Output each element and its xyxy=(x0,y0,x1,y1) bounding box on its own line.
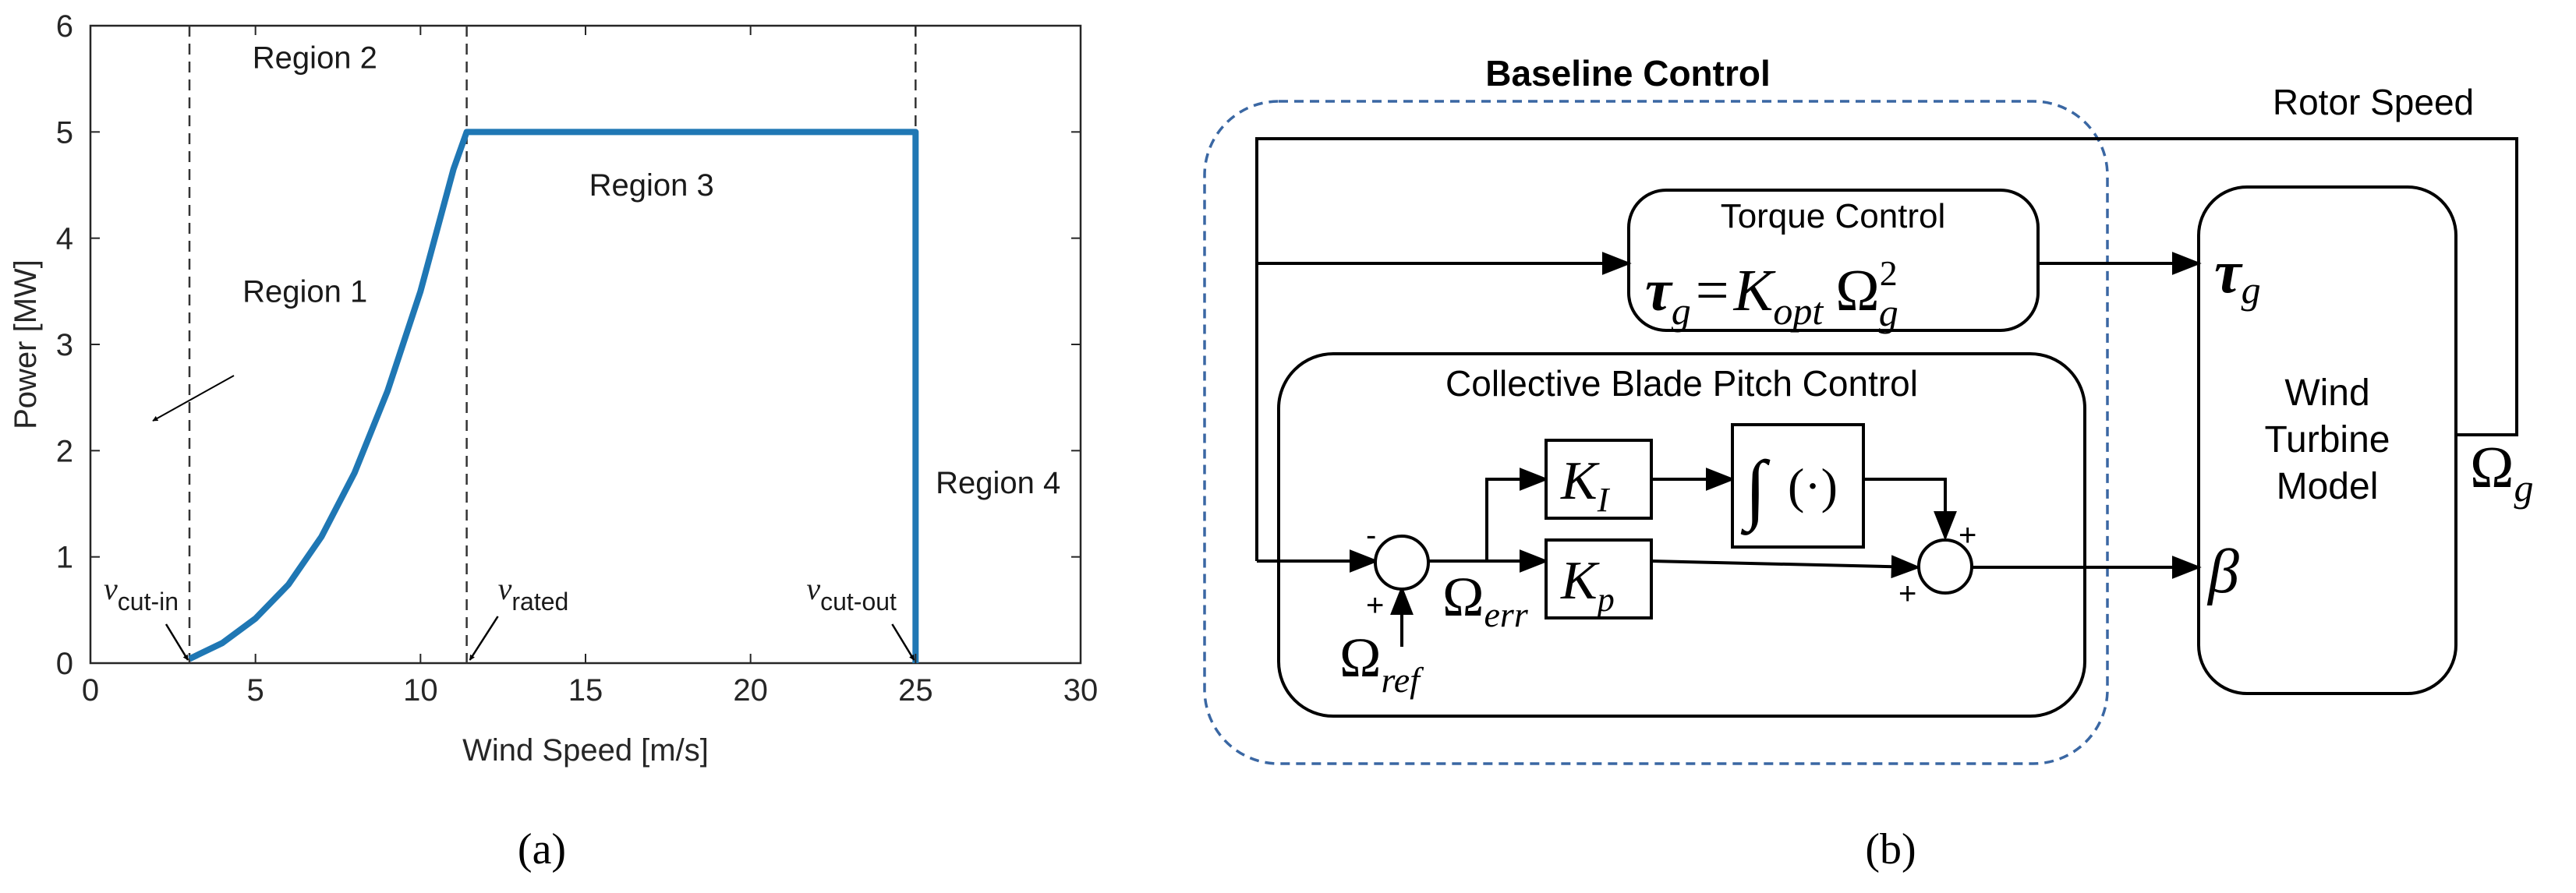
y-tick-label: 1 xyxy=(56,541,73,575)
speed-label: νcut-in xyxy=(104,571,179,616)
turbine-line-1: Wind xyxy=(2284,372,2369,414)
plus-sign-ref: + xyxy=(1366,588,1384,623)
speed-label-arrow xyxy=(469,616,499,661)
x-tick-label: 25 xyxy=(898,673,933,708)
caption-a: (a) xyxy=(518,825,566,874)
plus-sign-integral: + xyxy=(1959,518,1976,552)
y-tick-label: 2 xyxy=(56,434,73,468)
rotor-speed-label: Rotor Speed xyxy=(2273,82,2474,122)
y-tick-label: 0 xyxy=(56,647,73,681)
ki-gain-block xyxy=(1545,439,1653,520)
y-tick-label: 3 xyxy=(56,328,73,362)
error-to-ki-arrow xyxy=(1485,468,1549,561)
speed-label: νcut-out xyxy=(806,571,897,616)
region-label: Region 3 xyxy=(589,168,714,203)
speed-label-arrow xyxy=(165,623,189,661)
x-tick-label: 5 xyxy=(247,673,264,708)
torque-control-title: Torque Control xyxy=(1721,197,1946,235)
y-tick-label: 6 xyxy=(56,9,73,44)
caption-b: (b) xyxy=(1865,825,1916,874)
y-axis-label: Power [MW] xyxy=(9,259,43,429)
integral-sign: ∫ xyxy=(1740,445,1771,535)
omega-ref-label: Ωref xyxy=(1339,627,1424,700)
wind-turbine-model-block xyxy=(2197,185,2457,695)
kp-gain-label: Kp xyxy=(1560,551,1615,619)
minus-sign: - xyxy=(1366,518,1376,552)
collective-pitch-control-block xyxy=(1277,352,2086,718)
region-label: Region 1 xyxy=(242,274,367,309)
turbine-line-2: Turbine xyxy=(2265,419,2390,461)
collective-pitch-title: Collective Blade Pitch Control xyxy=(1445,363,1918,404)
region-1-arrow xyxy=(152,375,235,422)
integrand-placeholder: (·) xyxy=(1788,458,1838,514)
ki-gain-label: KI xyxy=(1560,451,1611,519)
omega-g-label: Ωg xyxy=(2470,435,2533,510)
region-label: Region 2 xyxy=(253,41,377,76)
x-axis-label: Wind Speed [m/s] xyxy=(462,733,709,768)
x-axis-ticks: 0 5 10 15 20 25 30 xyxy=(82,26,1098,708)
speed-label-arrow xyxy=(891,623,915,661)
kp-gain-block xyxy=(1545,538,1653,619)
integrator-block xyxy=(1731,423,1865,549)
plot-frame xyxy=(89,24,1082,665)
region-labels: Region 1 Region 2 Region 3 Region 4 xyxy=(242,41,1060,500)
baseline-control-boundary xyxy=(1203,100,2109,765)
integral-to-sum-arrow xyxy=(1863,478,1957,541)
beta-label: β xyxy=(2206,538,2239,606)
kp-to-sum-arrow xyxy=(1651,555,1921,579)
x-tick-label: 0 xyxy=(82,673,99,708)
output-summing-junction xyxy=(1917,538,1973,595)
error-summing-junction xyxy=(1374,535,1430,591)
speed-label: νrated xyxy=(498,571,569,616)
control-diagram: Baseline Control Rotor Speed Torque Cont… xyxy=(1203,53,2533,765)
power-curve-line xyxy=(188,129,919,663)
x-tick-label: 15 xyxy=(568,673,603,708)
x-tick-label: 20 xyxy=(733,673,768,708)
power-series xyxy=(188,129,919,663)
turbine-line-3: Model xyxy=(2277,466,2379,507)
omega-err-label: Ωerr xyxy=(1442,566,1529,634)
y-tick-label: 4 xyxy=(56,222,73,256)
region-label: Region 4 xyxy=(936,466,1060,500)
x-tick-label: 30 xyxy=(1063,673,1099,708)
plus-sign-kp: + xyxy=(1898,577,1916,611)
rotor-speed-feedback-line xyxy=(1255,137,2518,561)
speed-labels: νcut-in νrated νcut-out xyxy=(104,571,915,661)
y-axis-ticks: 0 1 2 3 4 5 6 xyxy=(56,9,1081,681)
tau-g-label: τg xyxy=(2214,238,2261,312)
baseline-control-title: Baseline Control xyxy=(1485,53,1771,94)
y-tick-label: 5 xyxy=(56,115,73,150)
x-tick-label: 10 xyxy=(403,673,438,708)
